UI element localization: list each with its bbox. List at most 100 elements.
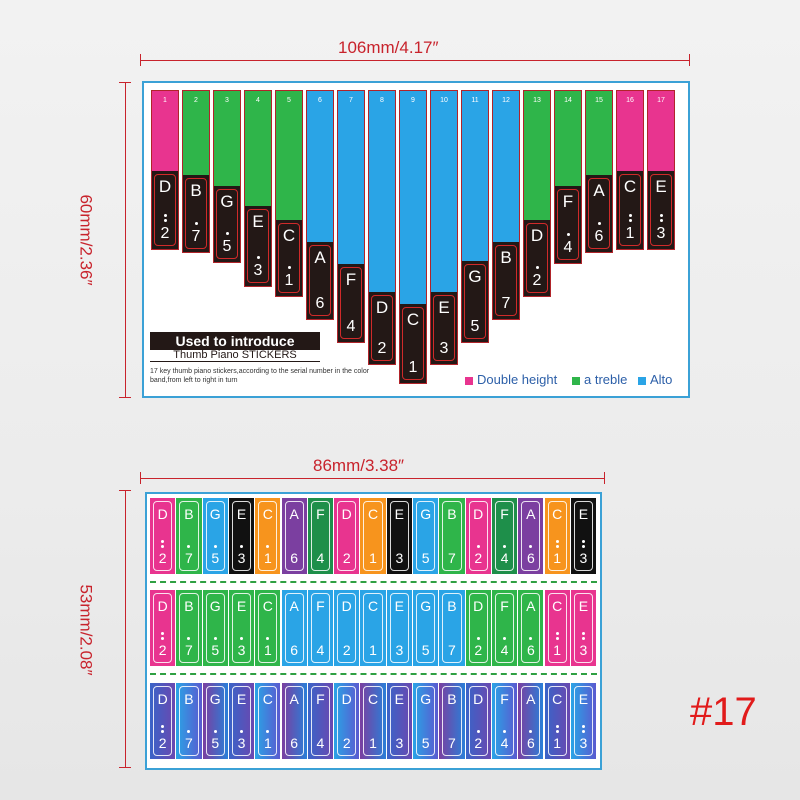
key-note-number: 6 bbox=[594, 228, 604, 245]
strip-key-note-letter: E bbox=[578, 691, 589, 707]
strip-key-note-number: 2 bbox=[342, 735, 351, 751]
key-note-letter: C bbox=[623, 177, 637, 196]
key-note-frame bbox=[433, 295, 455, 361]
key-note-frame bbox=[650, 174, 672, 246]
octave-dot bbox=[659, 214, 663, 217]
strip-key-note-number: 4 bbox=[500, 642, 509, 658]
strip-key-frame bbox=[573, 593, 594, 663]
key-note-frame bbox=[340, 267, 362, 339]
strip-key-note-letter: E bbox=[236, 598, 247, 614]
strip-key-note-letter: G bbox=[209, 506, 221, 522]
strip-key-frame bbox=[573, 501, 594, 571]
octave-dot bbox=[555, 540, 559, 543]
strip-key-frame bbox=[179, 593, 199, 663]
octave-dot bbox=[213, 637, 217, 640]
octave-dot bbox=[628, 214, 632, 217]
octave-dot bbox=[555, 545, 559, 548]
strip-key-frame bbox=[284, 501, 304, 571]
key-note-number: 1 bbox=[284, 272, 294, 289]
strip-key-note-letter: C bbox=[552, 598, 563, 614]
strip-key-note-number: 3 bbox=[395, 642, 404, 658]
strip-key-note-number: 1 bbox=[263, 735, 272, 751]
key-note-frame bbox=[371, 295, 393, 361]
strip-key-frame bbox=[310, 501, 331, 571]
strip-key-note-number: 1 bbox=[369, 642, 377, 658]
top-height-tick-top bbox=[119, 82, 131, 83]
octave-dot bbox=[266, 730, 270, 733]
octave-dot bbox=[213, 545, 217, 548]
octave-dot bbox=[581, 545, 585, 548]
key-index-label: 17 bbox=[657, 97, 665, 104]
strip-key-frame bbox=[468, 593, 488, 663]
key-note-letter: G bbox=[220, 192, 234, 211]
key-note-letter: D bbox=[375, 298, 389, 317]
strip-key-frame bbox=[337, 501, 357, 571]
strip-key-frame bbox=[494, 686, 515, 756]
octave-dot bbox=[503, 730, 507, 733]
strip-key-note-letter: F bbox=[316, 598, 325, 614]
strip-key-frame bbox=[153, 501, 173, 571]
strip-key-note-number: 5 bbox=[211, 735, 220, 751]
bottom-height-tick-bottom bbox=[119, 767, 131, 768]
strip-key-note-number: 4 bbox=[500, 550, 509, 566]
strip-key-note-number: 5 bbox=[421, 735, 430, 751]
key-index-label: 13 bbox=[533, 97, 541, 104]
octave-dot bbox=[240, 730, 244, 733]
top-width-label: 106mm/4.17″ bbox=[338, 38, 439, 57]
strip-key-note-letter: E bbox=[236, 691, 247, 707]
strip-key-frame bbox=[494, 501, 515, 571]
key-note-letter: E bbox=[655, 177, 667, 196]
strip-key-note-number: 1 bbox=[553, 642, 562, 658]
strip-key-note-number: 2 bbox=[158, 642, 167, 658]
strip-key-frame bbox=[363, 686, 383, 756]
strip-key-note-letter: D bbox=[157, 506, 168, 522]
strip-key-note-number: 1 bbox=[263, 550, 272, 566]
legend-label: Double height bbox=[477, 372, 558, 387]
strip-key-note-number: 6 bbox=[290, 642, 299, 658]
key-note-number: 7 bbox=[501, 295, 511, 312]
strip-key-note-letter: D bbox=[341, 691, 352, 707]
bottom-width-tick-right bbox=[604, 472, 605, 484]
key-note-letter: E bbox=[438, 298, 450, 317]
key-note-number: 7 bbox=[191, 228, 201, 245]
legend-item: Double height bbox=[465, 372, 557, 387]
strip-key-note-letter: B bbox=[184, 598, 194, 614]
key-note-letter: F bbox=[562, 192, 574, 211]
legend-item: Alto bbox=[638, 372, 672, 387]
key-note-letter: E bbox=[252, 212, 264, 231]
strip-key-frame bbox=[310, 593, 331, 663]
strip-key-note-letter: E bbox=[578, 506, 589, 522]
strip-key-note-number: 5 bbox=[421, 642, 430, 658]
octave-dot bbox=[555, 730, 559, 733]
octave-dot bbox=[187, 637, 191, 640]
strip-key-note-letter: D bbox=[157, 598, 168, 614]
key-note-frame bbox=[402, 307, 424, 380]
strip-key-note-letter: E bbox=[394, 691, 404, 707]
strip-key-note-number: 3 bbox=[395, 550, 404, 566]
top-height-label: 60mm/2.36″ bbox=[76, 194, 96, 286]
strip-key-frame bbox=[258, 686, 278, 756]
